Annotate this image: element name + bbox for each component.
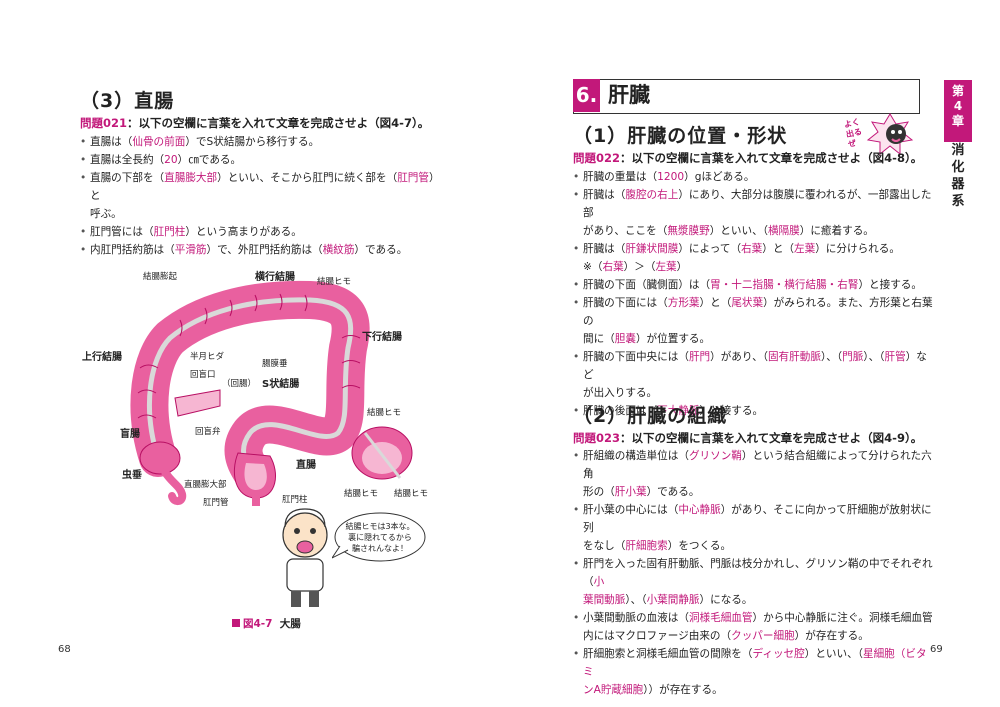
label-descending-colon: 下行結腸 xyxy=(362,332,402,343)
label-semilunar-folds: 半月ヒダ xyxy=(190,352,225,362)
liver-tissue-list: 肝組織の構造単位は（グリソン鞘）という結合組織によって分けられた六角 形の（肝小… xyxy=(573,447,933,699)
list-item: 直腸は全長約（20）㎝である。 xyxy=(80,151,450,169)
list-item: 肝組織の構造単位は（グリソン鞘）という結合組織によって分けられた六角 形の（肝小… xyxy=(573,447,933,501)
haustra xyxy=(137,293,361,419)
label-haustra: 結腸膨起 xyxy=(143,272,178,282)
question-021: 問題021：以下の空欄に言葉を入れて文章を完成させよ（図4-7）。 xyxy=(80,115,429,131)
ileum xyxy=(174,389,221,417)
rectum-ampulla xyxy=(244,463,267,490)
taenia-coli-band xyxy=(147,297,354,481)
list-item: 肛門管には（肛門柱）という高まりがある。 xyxy=(80,223,450,241)
label-ileocecal-valve: 回盲弁 xyxy=(195,427,221,437)
list-item: 直腸の下部を（直腸膨大部）といい、そこから肛門に続く部を（肛門管）と呼ぶ。 xyxy=(80,169,450,223)
cecum xyxy=(139,441,181,475)
list-item: 肝門を入った固有肝動脈、門脈は枝分かれし、グリソン鞘の中でそれぞれ（小 葉間動脈… xyxy=(573,555,933,609)
side-tab-digestive-system: 消化器系 xyxy=(951,143,965,209)
label-taenia-top: 結腸ヒモ xyxy=(317,277,352,287)
question-023: 問題023：以下の空欄に言葉を入れて文章を完成させよ（図4-9）。 xyxy=(573,431,923,445)
large-intestine-figure xyxy=(130,280,413,506)
left-section-title: （3）直腸 xyxy=(80,90,175,112)
label-appendix: 虫垂 xyxy=(122,470,142,481)
label-rectum: 直腸 xyxy=(296,460,316,471)
list-item: 肝臓の下面には（方形葉）と（尾状葉）がみられる。また、方形葉と右葉の 間に（胆嚢… xyxy=(573,294,933,348)
mascot-icon xyxy=(866,113,914,156)
list-item: 内肛門括約筋は（平滑筋）で、外肛門括約筋は（横紋筋）である。 xyxy=(80,241,450,259)
label-epiploic-appendices: 腸膜垂 xyxy=(262,359,288,369)
label-anal-columns: 肛門柱 xyxy=(282,495,308,505)
label-ascending-colon: 上行結腸 xyxy=(82,352,122,363)
list-item: 肝臓の下面中央には（肝門）があり、（固有肝動脈）、（門脈）、（肝管）など が出入… xyxy=(573,348,933,402)
anal-canal xyxy=(252,496,260,506)
list-item: 肝臓の重量は（1200）gほどある。 xyxy=(573,168,933,186)
page-number-left: 68 xyxy=(58,644,71,655)
label-sigmoid-colon: S状結腸 xyxy=(262,379,300,390)
chapter-title: 肝臓 xyxy=(608,83,650,107)
bubble-text: 結腸ヒモは3本な。裏に隠れてるから騙されんなよ！ xyxy=(345,522,415,553)
cartoon-character xyxy=(282,508,328,607)
label-taenia-b1: 結腸ヒモ xyxy=(344,489,379,499)
label-ileum: （回腸） xyxy=(222,379,257,389)
colon-cross-section xyxy=(351,426,413,480)
list-item: 小葉間動脈の血液は（洞様毛細血管）から中心静脈に注ぐ。洞様毛細血管 内にはマクロ… xyxy=(573,609,933,645)
liver-position-list: 肝臓の重量は（1200）gほどある。 肝臓は（腹腔の右上）にあり、大部分は腹膜に… xyxy=(573,168,933,420)
figure-caption: 図4-7 大腸 xyxy=(232,616,301,631)
list-item: 肝臓は（肝鎌状間膜）によって（右葉）と（左葉）に分けられる。 ※（右葉）＞（左葉… xyxy=(573,240,933,276)
label-taenia-b2: 結腸ヒモ xyxy=(394,489,429,499)
label-rectal-ampulla: 直腸膨大部 xyxy=(184,480,227,490)
rectum-question-list: 直腸は（仙骨の前面）でS状結腸から移行する。 直腸は全長約（20）㎝である。 直… xyxy=(80,133,450,259)
label-transverse-colon: 横行結腸 xyxy=(255,272,295,283)
page-number-right: 69 xyxy=(930,644,943,655)
question-text: ：以下の空欄に言葉を入れて文章を完成させよ（図4-7）。 xyxy=(127,116,430,130)
list-item: 肝細胞索と洞様毛細血管の間隙を（ディッセ腔）といい、（星細胞（ビタミ ンA貯蔵細… xyxy=(573,645,933,699)
list-item: 肝臓は（腹腔の右上）にあり、大部分は腹膜に覆われるが、一部露出した部 があり、こ… xyxy=(573,186,933,240)
appendix xyxy=(161,468,187,505)
list-item: 直腸は（仙骨の前面）でS状結腸から移行する。 xyxy=(80,133,450,151)
list-item: 肝臓の下面（臓側面）は（胃・十二指腸・横行結腸・右腎）と接する。 xyxy=(573,276,933,294)
list-item: 肝臓の後面は（下大静脈）と接する。 xyxy=(573,402,933,420)
question-022: 問題022：以下の空欄に言葉を入れて文章を完成させよ（図4-8）。 xyxy=(573,151,923,165)
chapter-number: 6. xyxy=(573,79,600,112)
label-cecum: 盲腸 xyxy=(120,429,140,440)
section-2-title: （2）肝臓の組織 xyxy=(573,405,728,427)
label-taenia-right: 結腸ヒモ xyxy=(367,408,402,418)
label-ileocecal-orifice: 回盲口 xyxy=(190,370,216,380)
label-anal-canal: 肛門管 xyxy=(203,498,229,508)
caption-marker-icon xyxy=(232,619,240,627)
question-label: 問題021 xyxy=(80,116,128,130)
section-1-title: （1）肝臓の位置・形状 xyxy=(573,125,788,147)
list-item: 肝小葉の中心には（中心静脈）があり、そこに向かって肝細胞が放射状に列 をなし（肝… xyxy=(573,501,933,555)
speech-bubble xyxy=(332,512,426,562)
